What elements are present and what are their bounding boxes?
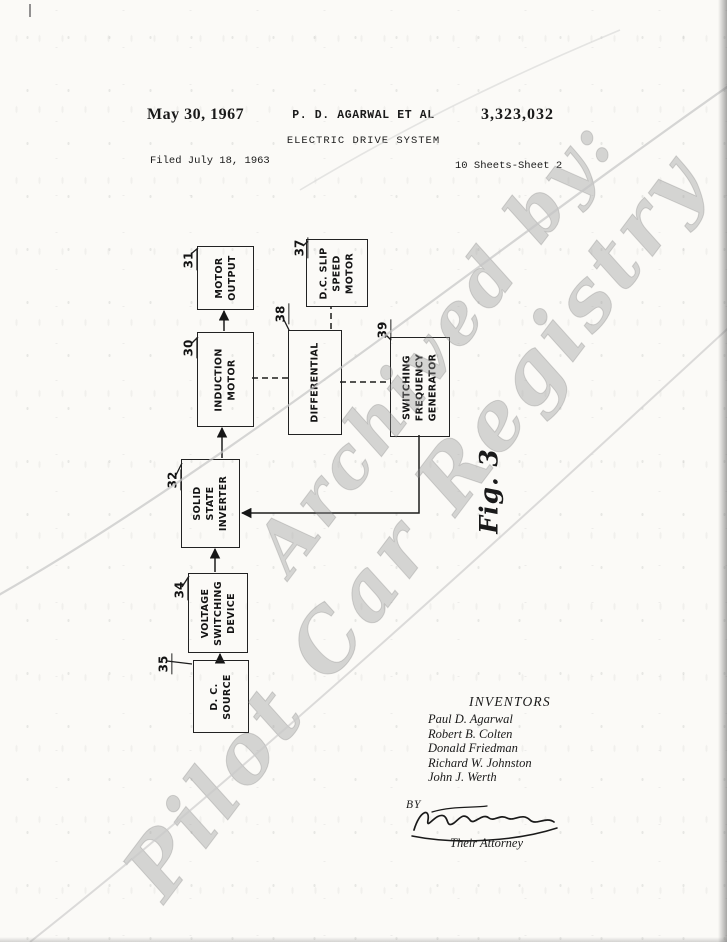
block-switching-frequency-generator: SWITCHING FREQUENCY GENERATOR [390,337,450,437]
ref-37: 37 [292,237,309,259]
ref-35: 35 [156,653,173,675]
block-voltage-switching-device-label: VOLTAGE SWITCHING DEVICE [199,580,237,646]
block-voltage-switching-device: VOLTAGE SWITCHING DEVICE [188,573,248,653]
block-differential: DIFFERENTIAL [288,330,342,435]
block-motor-output-label: MOTOR OUTPUT [213,255,238,301]
ref-31: 31 [181,249,198,271]
ref-32: 32 [165,469,182,491]
block-differential-label: DIFFERENTIAL [309,342,321,423]
ref-30: 30 [181,337,198,359]
block-solid-state-inverter-label: SOLID STATE INVERTER [192,475,229,532]
block-induction-motor: INDUCTION MOTOR [197,332,254,427]
block-dc-source: D. C. SOURCE [193,660,249,733]
block-induction-motor-label: INDUCTION MOTOR [213,347,238,412]
block-dc-source-label: D. C. SOURCE [208,673,233,720]
ref-34: 34 [172,579,189,601]
block-dc-slip-speed-motor: D.C. SLIP SPEED MOTOR [306,239,368,307]
ref-39: 39 [375,319,392,341]
block-dc-slip-speed-motor-label: D.C. SLIP SPEED MOTOR [318,247,356,299]
block-switching-frequency-generator-label: SWITCHING FREQUENCY GENERATOR [401,353,439,421]
block-motor-output: MOTOR OUTPUT [197,246,254,310]
connector-generator-to-inverter [240,435,420,519]
ref-38: 38 [273,303,290,325]
block-solid-state-inverter: SOLID STATE INVERTER [181,459,240,548]
figure-label: Fig. 3 [474,448,504,534]
